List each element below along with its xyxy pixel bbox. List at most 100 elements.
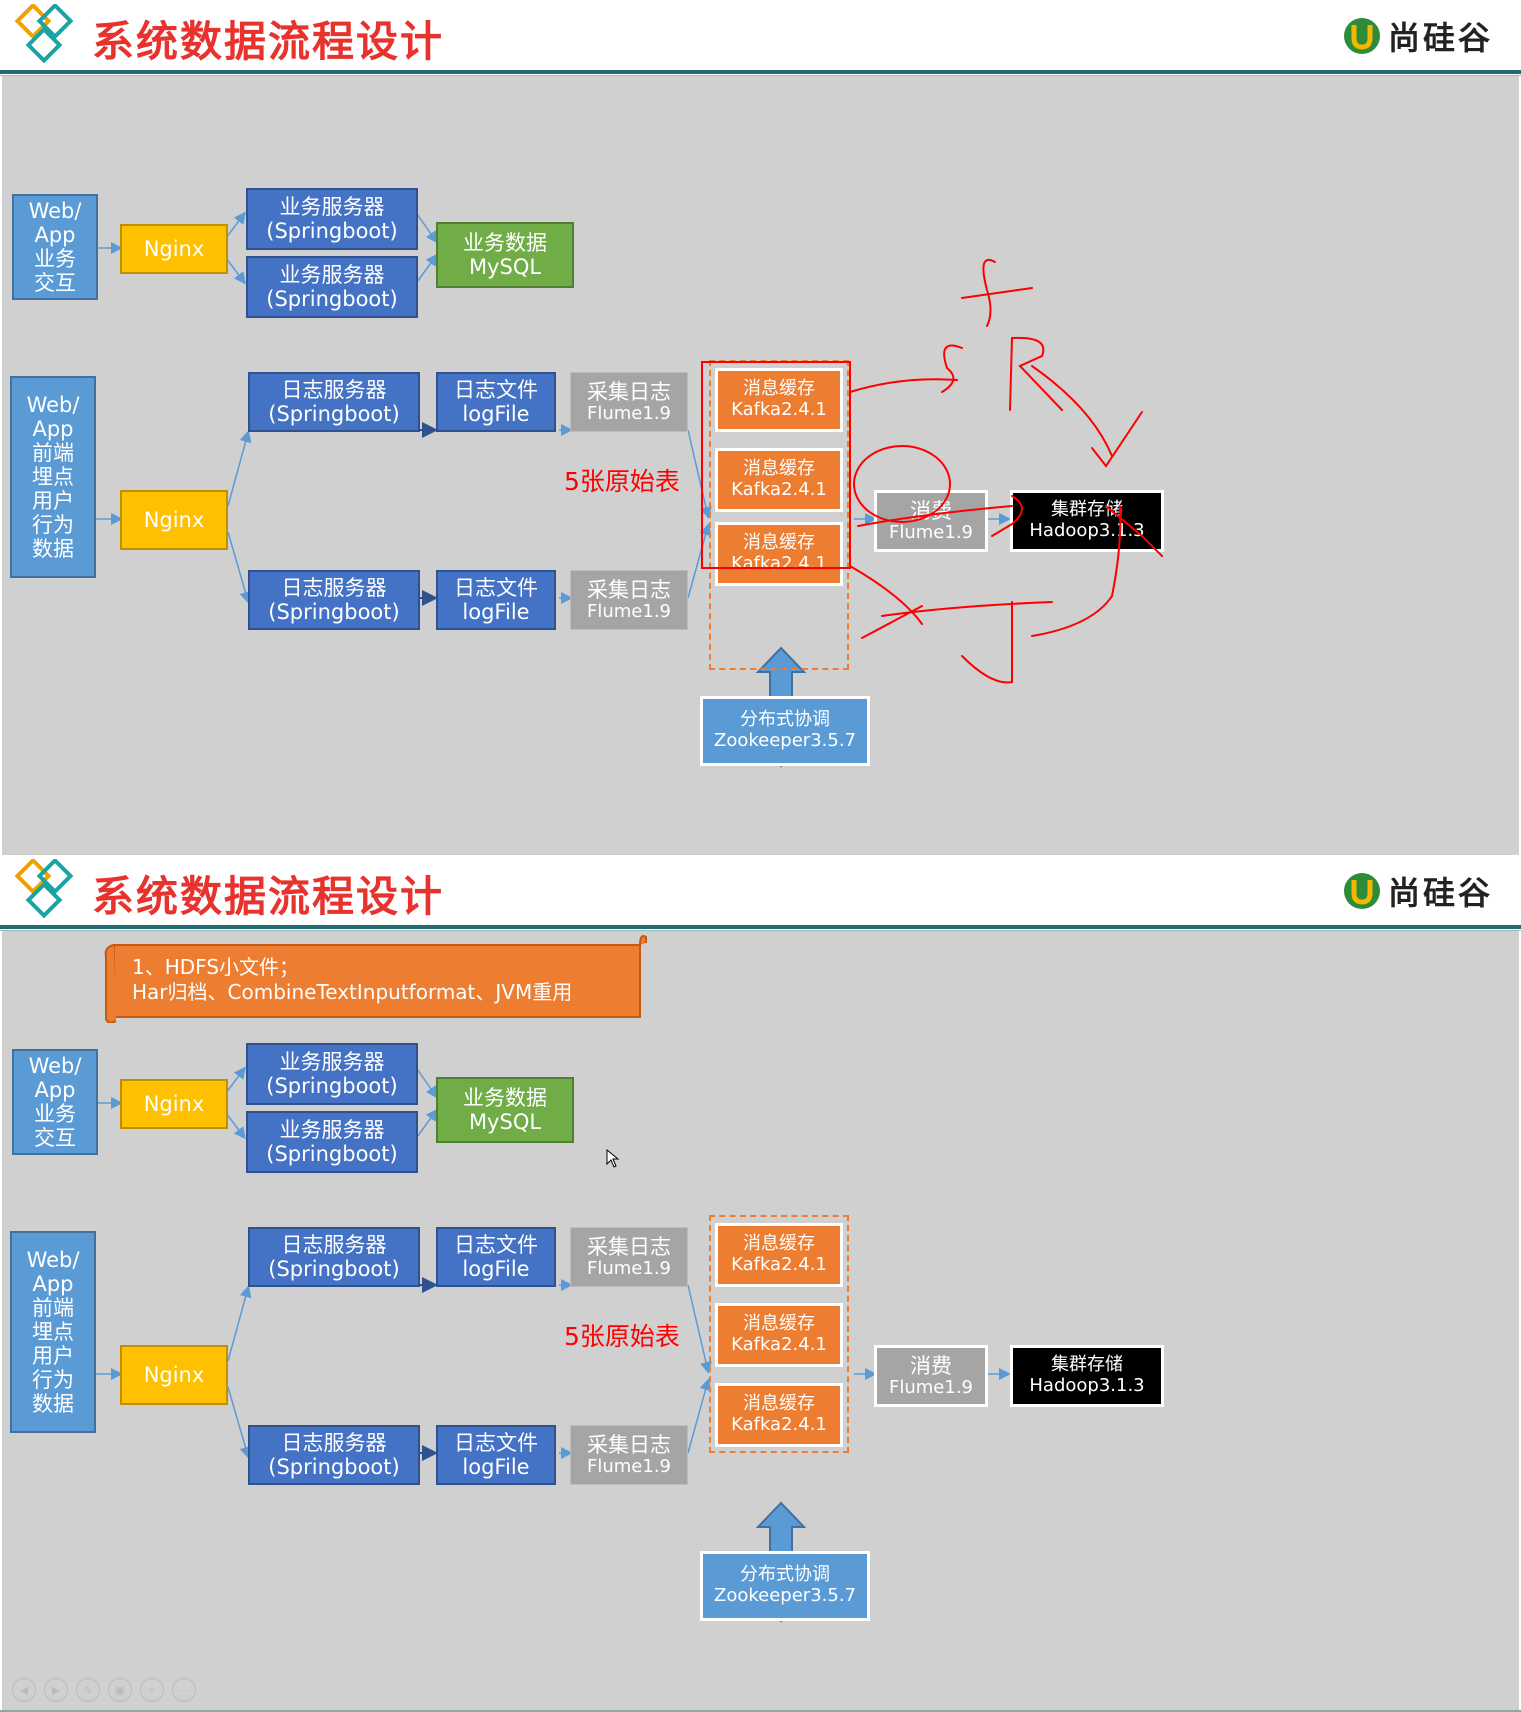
log-client-line1: Web/ [26,1247,80,1272]
kafka-tech: Kafka2.4.1 [731,1334,827,1355]
business-server-tech: (Springboot) [266,1142,398,1166]
business-nginx-box: Nginx [120,224,228,274]
business-server-name: 业务服务器 [279,1049,385,1074]
logfile-tech: logFile [462,1257,530,1281]
mysql-line1: 业务数据 [463,230,547,255]
collect-flume-box-2: 采集日志 Flume1.9 [570,570,688,630]
kafka-box-2: 消息缓存 Kafka2.4.1 [715,1303,843,1367]
kafka-name: 消息缓存 [743,1313,815,1335]
logfile-box-2: 日志文件 logFile [436,570,556,630]
brand: 尚硅谷 [1342,14,1493,58]
header-divider-thin [0,75,1521,76]
business-server-name: 业务服务器 [279,1117,385,1142]
log-server-name: 日志服务器 [281,377,387,402]
slide-header: 系统数据流程设计 尚硅谷 [0,855,1521,925]
page-title: 系统数据流程设计 [92,17,445,66]
log-server-name: 日志服务器 [281,575,387,600]
mouse-cursor-icon [606,1149,620,1168]
business-client-line1: Web/ [28,198,82,223]
next-slide-button[interactable]: ▶ [44,1678,68,1702]
hadoop-tech: Hadoop3.1.3 [1029,1375,1145,1396]
header-divider-thin [0,930,1521,931]
log-client-line7: 数据 [32,1392,74,1417]
zookeeper-box: 分布式协调 Zookeeper3.5.7 [700,696,870,766]
note-scroll-shape [104,935,647,1023]
diamond-logo-icon [14,859,74,919]
log-server-tech: (Springboot) [268,1455,400,1479]
zookeeper-tech: Zookeeper3.5.7 [714,730,856,751]
business-server-box-1: 业务服务器 (Springboot) [246,1043,418,1105]
log-client-box: Web/ App 前端 埋点 用户 行为 数据 [10,376,96,578]
hadoop-box: 集群存储 Hadoop3.1.3 [1010,490,1164,552]
logfile-tech: logFile [462,402,530,426]
business-server-box-2: 业务服务器 (Springboot) [246,256,418,318]
log-client-line3: 前端 [32,440,74,465]
collect-flume-tech: Flume1.9 [587,1257,671,1279]
slide-overview-button[interactable]: ▣ [108,1678,132,1702]
collect-flume-box-1: 采集日志 Flume1.9 [570,1227,688,1287]
pen-tool-button[interactable]: ✎ [76,1678,100,1702]
logfile-name: 日志文件 [454,377,538,402]
kafka-name: 消息缓存 [743,378,815,400]
business-server-tech: (Springboot) [266,219,398,243]
log-client-line3: 前端 [32,1295,74,1320]
connector-lines [94,211,1011,768]
brand-name: 尚硅谷 [1387,19,1493,57]
kafka-cluster-group [709,1215,849,1453]
business-client-line3: 业务 [34,1102,76,1126]
log-server-box-1: 日志服务器 (Springboot) [248,1227,420,1287]
business-server-name: 业务服务器 [279,262,385,287]
hadoop-name: 集群存储 [1051,499,1123,521]
more-options-button[interactable]: ⋯ [172,1678,196,1702]
kafka-box-3: 消息缓存 Kafka2.4.1 [715,1383,843,1447]
log-nginx-label: Nginx [143,1362,205,1387]
slideshow-navbar: ◀ ▶ ✎ ▣ ⌕ ⋯ [12,1678,196,1702]
collect-flume-tech: Flume1.9 [587,402,671,424]
log-server-tech: (Springboot) [268,402,400,426]
mysql-box: 业务数据 MySQL [436,222,574,288]
raw-tables-label: 5张原始表 [564,1322,680,1351]
kafka-box-2: 消息缓存 Kafka2.4.1 [715,448,843,512]
log-client-line2: App [32,416,74,441]
business-server-name: 业务服务器 [279,194,385,219]
kafka-tech: Kafka2.4.1 [731,479,827,500]
business-server-tech: (Springboot) [266,287,398,311]
handwritten-annotation [701,259,1163,684]
consume-flume-box: 消费 Flume1.9 [874,1345,988,1407]
kafka-box-1: 消息缓存 Kafka2.4.1 [715,368,843,432]
business-nginx-box: Nginx [120,1079,228,1129]
log-client-line1: Web/ [26,392,80,417]
header-divider [0,925,1521,929]
collect-flume-name: 采集日志 [587,1234,671,1259]
note-text: 1、HDFS小文件； Har归档、CombineTextInputformat、… [132,955,572,1005]
prev-slide-button[interactable]: ◀ [12,1678,36,1702]
log-server-name: 日志服务器 [281,1430,387,1455]
collect-flume-name: 采集日志 [587,1432,671,1457]
kafka-name: 消息缓存 [743,458,815,480]
zookeeper-tech: Zookeeper3.5.7 [714,1585,856,1606]
hadoop-tech: Hadoop3.1.3 [1029,520,1145,541]
page-title: 系统数据流程设计 [92,872,445,921]
business-client-line4: 交互 [34,271,76,296]
logfile-tech: logFile [462,600,530,624]
kafka-name: 消息缓存 [743,1233,815,1255]
zookeeper-name: 分布式协调 [740,1564,830,1586]
u-logo-icon [1343,18,1380,54]
log-nginx-box: Nginx [120,1345,228,1405]
diagram-canvas: 1、HDFS小文件； Har归档、CombineTextInputformat、… [2,931,1519,1710]
logfile-box-1: 日志文件 logFile [436,372,556,432]
raw-tables-label: 5张原始表 [564,467,680,496]
log-server-box-1: 日志服务器 (Springboot) [248,372,420,432]
business-nginx-label: Nginx [143,236,205,261]
log-client-line5: 用户 [32,1344,74,1369]
logfile-box-2: 日志文件 logFile [436,1425,556,1485]
mysql-line2: MySQL [468,255,542,279]
business-client-line1: Web/ [28,1053,82,1078]
mysql-box: 业务数据 MySQL [436,1077,574,1143]
header-divider [0,70,1521,74]
slide-1: 系统数据流程设计 尚硅谷 [0,4,1521,857]
zoom-button[interactable]: ⌕ [140,1678,164,1702]
consume-flume-box: 消费 Flume1.9 [874,490,988,552]
log-server-tech: (Springboot) [268,600,400,624]
kafka-tech: Kafka2.4.1 [731,1254,827,1275]
